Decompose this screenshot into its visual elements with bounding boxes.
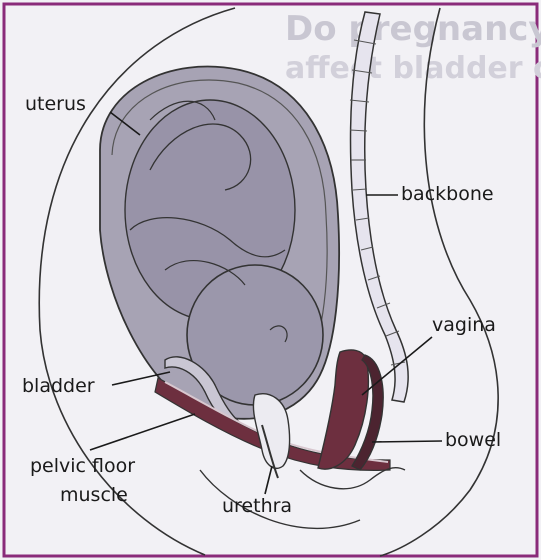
label-pelvic-floor-muscle-text-2: muscle bbox=[60, 484, 128, 506]
label-pelvic-floor-muscle-text-1: pelvic floor bbox=[30, 455, 135, 477]
leader-bowel bbox=[372, 441, 442, 442]
background-bleed-text-2: affect bladder co bbox=[285, 51, 541, 86]
background-bleed-text: Do pregnancy and bbox=[285, 9, 541, 49]
label-bladder-text: bladder bbox=[22, 375, 95, 397]
label-backbone-text: backbone bbox=[401, 183, 494, 205]
label-urethra-text: urethra bbox=[222, 495, 292, 517]
label-bowel-text: bowel bbox=[445, 429, 501, 451]
label-vagina-text: vagina bbox=[432, 314, 496, 336]
label-uterus-text: uterus bbox=[25, 93, 86, 115]
